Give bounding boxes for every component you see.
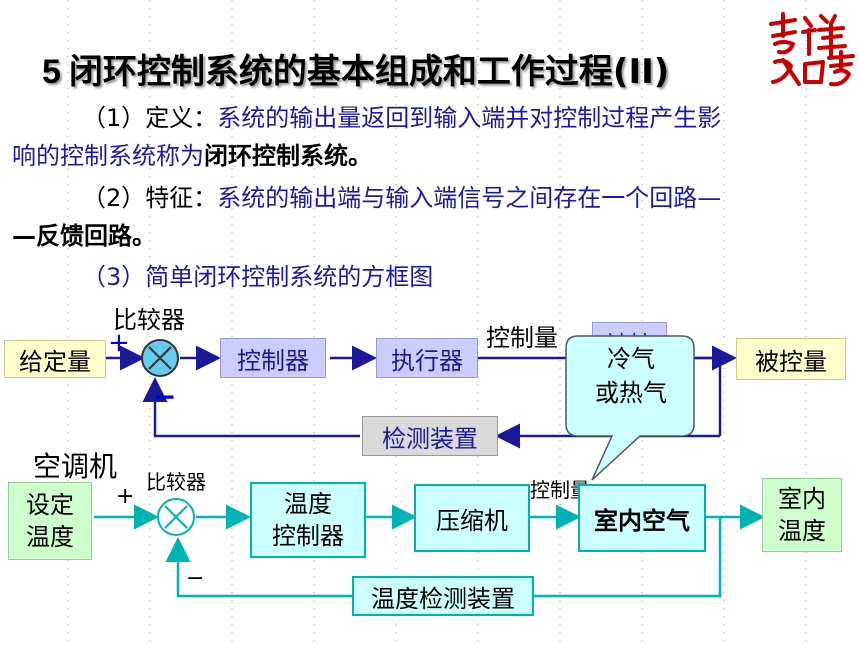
comparator-cross-icon (148, 346, 172, 370)
feature-term: —反馈回路。 (12, 222, 156, 250)
d2-comparator-label: 比较器 (146, 470, 206, 494)
definition-line2: 响的控制系统称为闭环控制系统。 (12, 136, 372, 171)
d2-comparator (157, 498, 195, 536)
d1-controller-box: 控制器 (220, 338, 326, 378)
d1-input-box: 给定量 (4, 340, 106, 378)
d2-input-box: 设定 温度 (8, 482, 92, 560)
d1-plus-sign: + (108, 328, 130, 358)
d1-output-box: 被控量 (736, 338, 846, 380)
d1-sensor-box: 检测装置 (362, 416, 498, 456)
callout-text: 冷气 或热气 (595, 345, 667, 407)
feature-line1: （2）特征：系统的输出端与输入端信号之间存在一个回路— (82, 178, 721, 213)
diagram-heading: （3）简单闭环控制系统的方框图 (82, 263, 434, 291)
d2-output-box: 室内 温度 (762, 478, 842, 552)
d2-system-label: 空调机 (33, 450, 118, 483)
title-text: 闭环控制系统的基本组成和工作过程(II) (68, 52, 670, 92)
d1-comparator (141, 339, 179, 377)
title-number: 5 (42, 53, 61, 91)
d2-controller-box: 温度 控制器 (250, 482, 366, 558)
d2-plus-sign: + (116, 484, 135, 509)
d1-comparator-label: 比较器 (113, 306, 185, 334)
d2-compressor-box: 压缩机 (414, 484, 530, 552)
definition-text-2: 响的控制系统称为 (12, 142, 204, 170)
d2-plant-box: 室内空气 (578, 484, 706, 552)
definition-label: （1）定义： (82, 104, 218, 132)
feature-text-1: 系统的输出端与输入端信号之间存在一个回路— (217, 184, 722, 212)
d1-minus-sign: − (153, 380, 177, 413)
auspicious-seal-logo (769, 12, 855, 87)
feature-label: （2）特征： (82, 184, 218, 212)
d1-actuator-box: 执行器 (376, 338, 478, 378)
d1-control-var-label: 控制量 (486, 324, 558, 352)
definition-text-1: 系统的输出量返回到输入端并对控制过程产生影 (217, 104, 722, 132)
comparator-cross-icon (164, 505, 188, 529)
definition-term: 闭环控制系统。 (204, 142, 372, 170)
d2-line-feedback-right (534, 517, 722, 598)
definition-line1: （1）定义：系统的输出量返回到输入端并对控制过程产生影 (82, 98, 721, 133)
arrow-feedback-to-comparator (142, 377, 360, 438)
d2-arrow-feedback-to-comparator (165, 537, 352, 598)
d2-sensor-box: 温度检测装置 (352, 576, 534, 616)
d2-minus-sign: − (186, 566, 205, 591)
